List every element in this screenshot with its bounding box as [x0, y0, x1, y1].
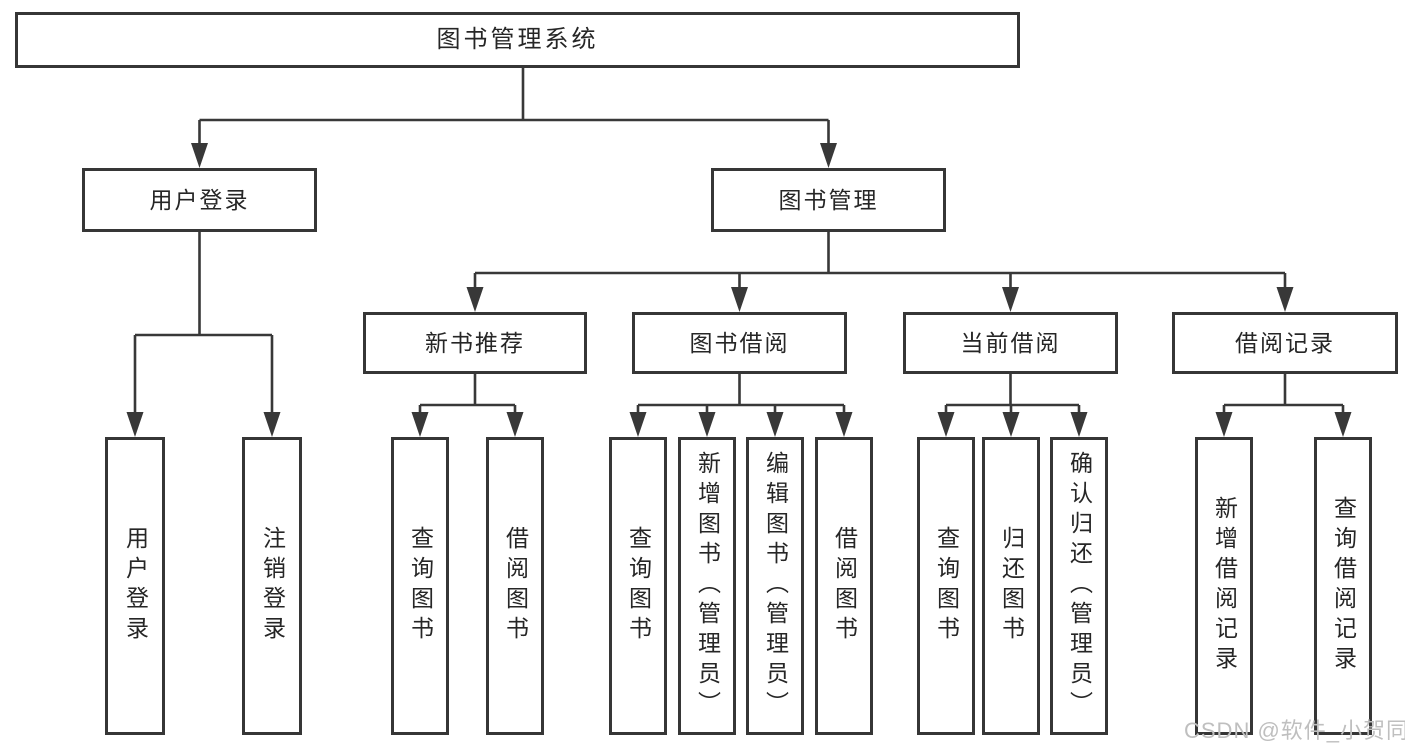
leaf-query-books-current: 查询图书: [917, 437, 975, 735]
node-new-book-recommendation: 新书推荐: [363, 312, 587, 374]
leaf-add-borrow-record: 新增借阅记录: [1195, 437, 1253, 735]
leaf-confirm-return-admin: 确认归还（管理员）: [1050, 437, 1108, 735]
node-book-borrowing: 图书借阅: [632, 312, 847, 374]
node-current-borrowing: 当前借阅: [903, 312, 1118, 374]
leaf-query-books-borrow: 查询图书: [609, 437, 667, 735]
node-book-management: 图书管理: [711, 168, 946, 232]
leaf-query-borrow-record: 查询借阅记录: [1314, 437, 1372, 735]
connector-lines: [133, 68, 1345, 415]
csdn-watermark: CSDN @软件_小贺同学: [1184, 718, 1405, 743]
leaf-borrow-books: 借阅图书: [815, 437, 873, 735]
connector-arrowheads: [126, 143, 1352, 437]
node-borrowing-records: 借阅记录: [1172, 312, 1398, 374]
node-user-login: 用户登录: [82, 168, 317, 232]
leaf-user-login: 用户登录: [105, 437, 165, 735]
leaf-return-books: 归还图书: [982, 437, 1040, 735]
leaf-edit-books-admin: 编辑图书（管理员）: [746, 437, 804, 735]
leaf-logout: 注销登录: [242, 437, 302, 735]
leaf-add-books-admin: 新增图书（管理员）: [678, 437, 736, 735]
node-root-system: 图书管理系统: [15, 12, 1020, 68]
leaf-query-books-recommend: 查询图书: [391, 437, 449, 735]
leaf-borrow-books-recommend: 借阅图书: [486, 437, 544, 735]
